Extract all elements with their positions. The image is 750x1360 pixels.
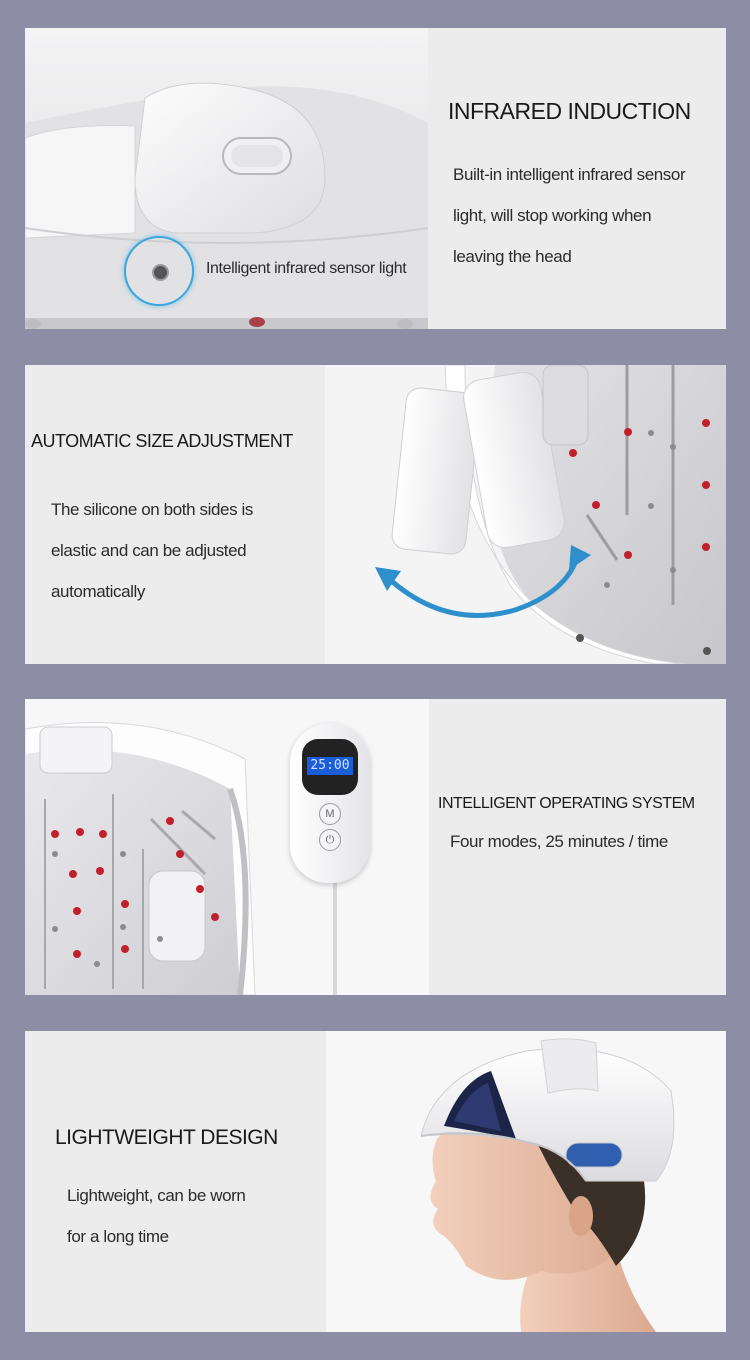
sensor-callout-label: Intelligent infrared sensor light xyxy=(206,260,407,277)
section-heading: AUTOMATIC SIZE ADJUSTMENT xyxy=(31,431,293,451)
infrared-induction-panel: Intelligent infrared sensor light INFRAR… xyxy=(25,28,726,329)
infrared-led-dots xyxy=(51,817,219,967)
sensor-highlight-ring xyxy=(124,236,194,306)
section-heading: LIGHTWEIGHT DESIGN xyxy=(55,1126,278,1149)
sensor-dot-icon xyxy=(152,264,169,281)
section-heading: INFRARED INDUCTION xyxy=(448,98,691,124)
operating-system-panel: 25:00 M ⏻ INTELLIGENT OPERATING SYSTEM F… xyxy=(25,699,726,995)
adjustable-pads-photo xyxy=(325,365,726,664)
section-description: The silicone on both sides is elastic an… xyxy=(51,500,253,601)
section-description: Four modes, 25 minutes / time xyxy=(450,832,668,851)
size-adjustment-text-block: AUTOMATIC SIZE ADJUSTMENT The silicone o… xyxy=(25,365,325,664)
remote-controller: 25:00 M ⏻ xyxy=(290,723,370,883)
lightweight-text-block: LIGHTWEIGHT DESIGN Lightweight, can be w… xyxy=(25,1031,326,1332)
mode-button[interactable]: M xyxy=(319,803,341,825)
operating-system-text-block: INTELLIGENT OPERATING SYSTEM Four modes,… xyxy=(429,699,726,995)
infrared-sensor-photo xyxy=(25,28,428,329)
size-adjustment-panel: AUTOMATIC SIZE ADJUSTMENT The silicone o… xyxy=(25,365,726,664)
infrared-text-block: INFRARED INDUCTION Built-in intelligent … xyxy=(428,28,726,329)
lightweight-design-panel: LIGHTWEIGHT DESIGN Lightweight, can be w… xyxy=(25,1031,726,1332)
section-heading: INTELLIGENT OPERATING SYSTEM xyxy=(438,795,695,812)
man-wearing-helmet-photo xyxy=(326,1031,726,1332)
helmet-interior-photo: 25:00 M ⏻ xyxy=(25,699,429,995)
section-description: Lightweight, can be worn for a long time xyxy=(67,1186,246,1246)
section-description: Built-in intelligent infrared sensor lig… xyxy=(453,165,686,266)
lcd-timer-display: 25:00 xyxy=(307,757,353,775)
power-button[interactable]: ⏻ xyxy=(319,829,341,851)
lcd-screen: 25:00 xyxy=(302,739,358,795)
